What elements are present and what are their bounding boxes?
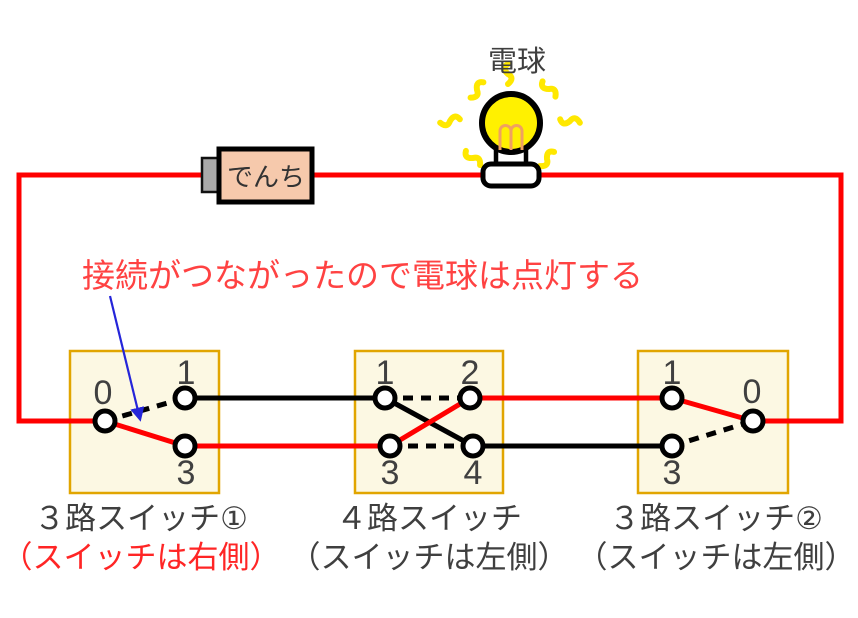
4w-terminal-3 [377,433,403,459]
bulb-label: 電球 [488,45,546,78]
sw2-state-label: （スイッチは左側） [577,540,856,575]
sw1-closed-contact [104,418,186,449]
sw2-closed-contact [671,395,754,424]
sw1-terminal-3 [172,433,198,459]
sw2-terminal-1-label: 1 [663,354,682,392]
annotation-arrow-icon [108,295,145,422]
4w-state-label: （スイッチは左側） [290,540,569,575]
4w-terminal-4-label: 4 [464,454,483,492]
sw2-terminal-3-label: 3 [663,454,682,492]
bulb-filament-icon [498,124,524,150]
sw1-terminal-1-label: 1 [177,354,196,392]
sw2-name-label: ３路スイッチ② [609,501,823,536]
4w-name-label: ４路スイッチ [336,501,522,536]
4w-terminal-2-label: 2 [461,354,480,392]
sw2-terminal-3 [659,433,685,459]
sw1-terminal-0-label: 0 [94,374,113,412]
4w-terminal-4 [460,433,486,459]
sw2-terminal-0 [740,408,766,434]
sw1-terminal-0 [92,408,118,434]
4w-terminal-1-label: 1 [376,354,395,392]
sw2-terminal-0-label: 0 [743,373,762,411]
4w-terminal-1 [372,385,398,411]
sw1-terminal-3-label: 3 [177,454,196,492]
sw2-open-contact [671,418,754,449]
bulb-base [480,161,542,189]
main-circuit-wire [16,172,844,424]
4w-terminal-3-label: 3 [381,454,400,492]
sw1-name-label: ３路スイッチ① [34,501,248,536]
bulb-rays-icon [437,61,583,170]
4w-terminal-2 [457,385,483,411]
battery-body [216,146,315,205]
sw2-terminal-1 [659,385,685,411]
sw1-open-contact [104,395,186,424]
battery-label: でんち [227,162,305,192]
sw1-terminal-1 [172,385,198,411]
battery: でんち [200,146,315,205]
bulb-globe [479,91,543,155]
4w-closed-contact-red [388,395,472,449]
annotation-text: 接続がつながったので電球は点灯する [82,257,643,294]
light-bulb [437,61,583,189]
sw1-state-label: （スイッチは右側） [2,540,281,575]
